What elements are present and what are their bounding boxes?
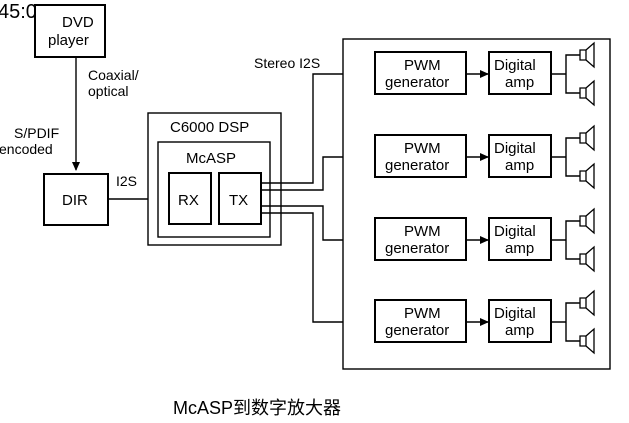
- speaker-icon: [579, 207, 595, 235]
- tx-label: TX: [229, 192, 248, 209]
- pwm-label-line2: generator: [385, 74, 449, 91]
- tx-to-pwm1-line: [261, 70, 367, 184]
- pwm-generator-block: [374, 299, 467, 343]
- coax-label-line2: optical: [88, 83, 128, 99]
- speaker-icon: [579, 124, 595, 152]
- pwm-label-line1: PWM: [404, 57, 441, 74]
- amp-label-line2: amp: [505, 157, 534, 174]
- speaker-icon: [579, 79, 595, 107]
- amp-label-line1: Digital: [494, 223, 536, 240]
- speaker-icon: [579, 245, 595, 273]
- figure-caption: McASP到数字放大器: [173, 398, 341, 418]
- mcasp-label: McASP: [186, 150, 236, 167]
- digital-amp-block: [488, 299, 552, 343]
- amp-label-line1: Digital: [494, 305, 536, 322]
- digital-amp-block: [488, 51, 552, 95]
- coax-label-line1: Coaxial/: [88, 67, 139, 83]
- stereo-i2s-label: Stereo I2S: [254, 55, 320, 71]
- amp-label-line2: amp: [505, 74, 534, 91]
- dir-label: DIR: [62, 192, 88, 209]
- amp-label-line1: Digital: [494, 140, 536, 157]
- pwm-generator-block: [374, 134, 467, 178]
- dvd-label-line2: player: [48, 32, 89, 49]
- pwm-label-line2: generator: [385, 322, 449, 339]
- speaker-wiring: [551, 220, 580, 260]
- channel-rows: PWMgeneratorDigitalampPWMgeneratorDigita…: [374, 41, 595, 355]
- dsp-label: C6000 DSP: [170, 119, 249, 136]
- dvd-label-line1: DVD: [62, 14, 94, 31]
- speaker-icon: [579, 327, 595, 355]
- pwm-generator-block: [374, 217, 467, 261]
- speaker-wiring: [551, 137, 580, 177]
- amp-label-line1: Digital: [494, 57, 536, 74]
- spdif-label-line1: S/PDIF: [14, 125, 59, 141]
- pwm-label-line2: generator: [385, 240, 449, 257]
- dvd-player-block: [34, 4, 106, 58]
- pwm-label-line1: PWM: [404, 140, 441, 157]
- pwm-label-line2: generator: [385, 157, 449, 174]
- tx-to-pwm4-line: [261, 212, 367, 326]
- speaker-wiring: [551, 54, 580, 94]
- digital-amp-block: [488, 217, 552, 261]
- rx-block: [168, 172, 212, 225]
- amp-label-line2: amp: [505, 322, 534, 339]
- rx-label: RX: [178, 192, 199, 209]
- dir-block: [43, 173, 109, 226]
- pwm-label-line1: PWM: [404, 223, 441, 240]
- spdif-label-line2: encoded: [0, 141, 53, 157]
- pwm-label-line1: PWM: [404, 305, 441, 322]
- tx-block: [218, 172, 262, 225]
- speaker-icon: [579, 162, 595, 190]
- i2s-label: I2S: [116, 173, 137, 189]
- speaker-icon: [579, 41, 595, 69]
- amp-label-line2: amp: [505, 240, 534, 257]
- digital-amp-block: [488, 134, 552, 178]
- speaker-wiring: [551, 302, 580, 342]
- speaker-icon: [579, 289, 595, 317]
- pwm-generator-block: [374, 51, 467, 95]
